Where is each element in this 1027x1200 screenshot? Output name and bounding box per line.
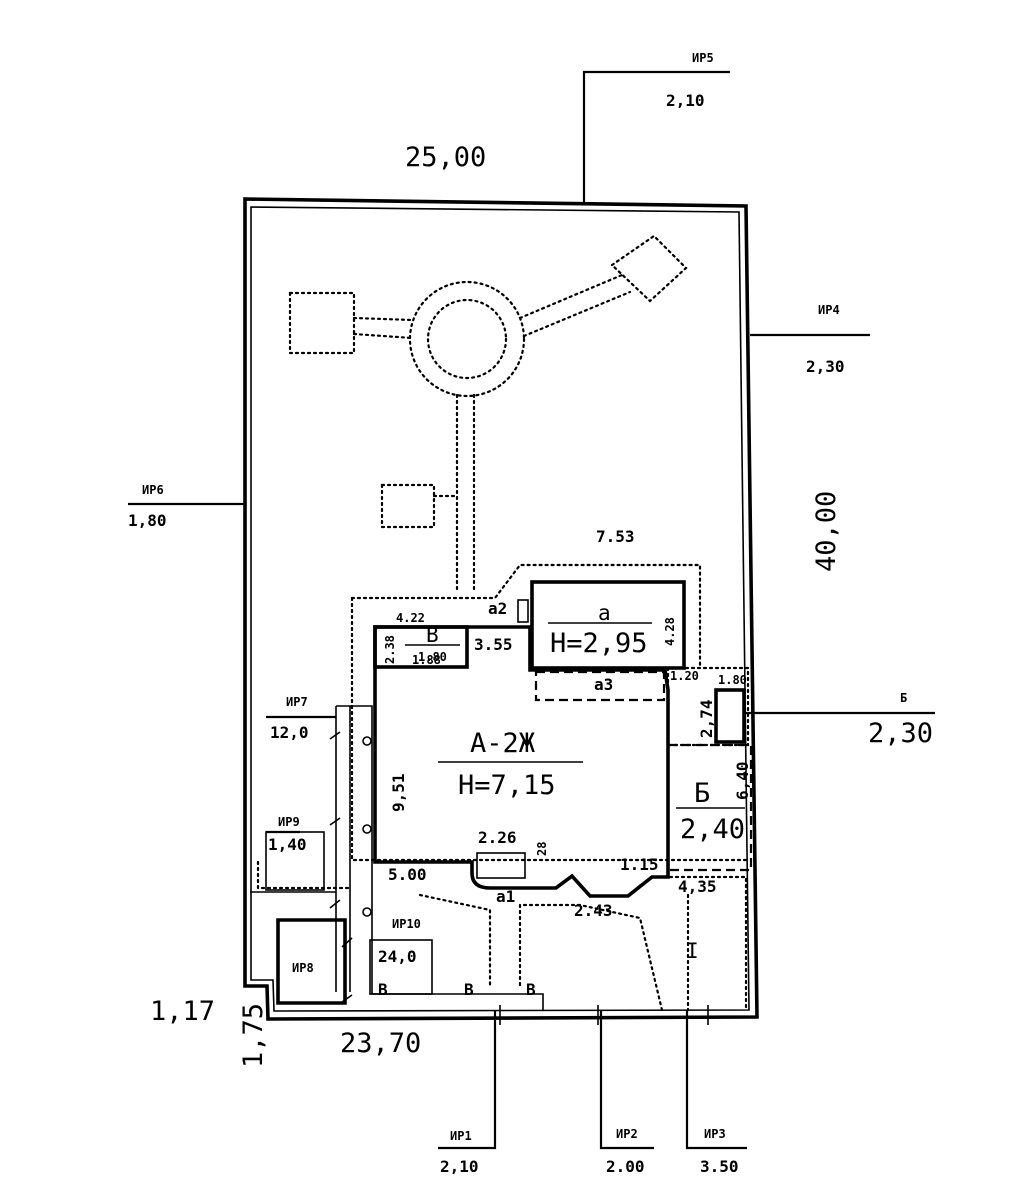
ip2-label: ИР2 [616, 1127, 638, 1141]
building-a[interactable] [517, 580, 686, 702]
b-right-value: 2,30 [868, 718, 933, 749]
b-above: 2,74 [697, 699, 716, 738]
label-1-15: 1.15 [620, 855, 659, 874]
ip9-label: ИР9 [278, 815, 300, 829]
garden-paths [256, 234, 748, 1012]
building-b[interactable] [666, 666, 753, 872]
label-4-22: 4.22 [396, 611, 425, 625]
misc-labels: а1 а2 а3 4.22 3.55 2.26 5.00 1.15 4,35 2… [378, 599, 717, 999]
label-3-55: 3.55 [474, 635, 513, 654]
label-1-88: 1.88 [412, 653, 441, 667]
ip1-value: 2,10 [440, 1157, 479, 1176]
label-a2: а2 [488, 599, 507, 618]
label-2-26: 2.26 [478, 828, 517, 847]
label-4-35: 4,35 [678, 877, 717, 896]
left-structures [250, 705, 544, 1010]
building-main[interactable] [373, 625, 670, 898]
b-small: 1.80 [718, 673, 747, 687]
ip5-value: 2,10 [666, 91, 705, 110]
dim-top: 25,00 [405, 142, 486, 173]
b-side: 6,40 [733, 761, 752, 800]
ip7-value: 12,0 [270, 723, 309, 742]
b-height: 2,40 [680, 814, 745, 845]
dimension-labels: 25,00 40,00 23,70 1,17 1,75 [150, 142, 842, 1068]
ip7-label: ИР7 [286, 695, 308, 709]
connection-leaders [128, 70, 935, 1150]
label-v3: В [526, 980, 536, 999]
ip5-label: ИР5 [692, 51, 714, 65]
ip6-value: 1,80 [128, 511, 167, 530]
ip9-value: 1,40 [268, 835, 307, 854]
ip6-label: ИР6 [142, 483, 164, 497]
tick-marks [329, 731, 709, 1025]
dim-bottom: 23,70 [340, 1028, 421, 1059]
dim-bottom-left: 1,17 [150, 996, 215, 1027]
label-28: 28 [535, 842, 549, 856]
label-v2: В [464, 980, 474, 999]
v-side: 2.38 [383, 635, 397, 664]
a-height: Н=2,95 [550, 628, 648, 659]
a-top-span: 7.53 [596, 527, 635, 546]
ip4-label: ИР4 [818, 303, 840, 317]
label-a3: а3 [594, 675, 613, 694]
building-labels: А-2Ж Н=7,15 9,51 а Н=2,95 4.28 7.53 Б 2,… [383, 527, 752, 963]
a-side: 4.28 [663, 617, 677, 646]
label-a1: а1 [496, 887, 515, 906]
region-i-code: I [686, 939, 699, 963]
v-size: 1.80 [418, 650, 447, 664]
label-5-00: 5.00 [388, 865, 427, 884]
connection-labels: ИР5 2,10 ИР4 2,30 ИР6 1,80 ИР7 12,0 ИР9 … [128, 51, 933, 1176]
main-height: Н=7,15 [458, 770, 556, 801]
label-1-20: 1.20 [670, 669, 699, 683]
site-boundary [243, 197, 759, 1021]
region-i-boundary [650, 875, 748, 1012]
ip4-value: 2,30 [806, 357, 845, 376]
dim-right: 40,00 [811, 491, 842, 572]
b-code: Б [694, 778, 710, 809]
building-v[interactable] [373, 625, 469, 669]
ip10-label: ИР10 [392, 917, 421, 931]
b-right-label: Б [900, 691, 907, 705]
ip8-label: ИР8 [292, 961, 314, 975]
ip3-label: ИР3 [704, 1127, 726, 1141]
label-v1: В [378, 980, 388, 999]
dim-left-vertical: 1,75 [238, 1003, 269, 1068]
main-width: 9,51 [389, 773, 408, 812]
ip1-label: ИР1 [450, 1129, 472, 1143]
ip10-value: 24,0 [378, 947, 417, 966]
ip3-value: 3.50 [700, 1157, 739, 1176]
a-code: а [598, 601, 611, 625]
main-code: А-2Ж [470, 728, 536, 759]
label-2-43: 2.43 [574, 901, 613, 920]
ip2-value: 2.00 [606, 1157, 645, 1176]
v-code: В [426, 623, 439, 647]
